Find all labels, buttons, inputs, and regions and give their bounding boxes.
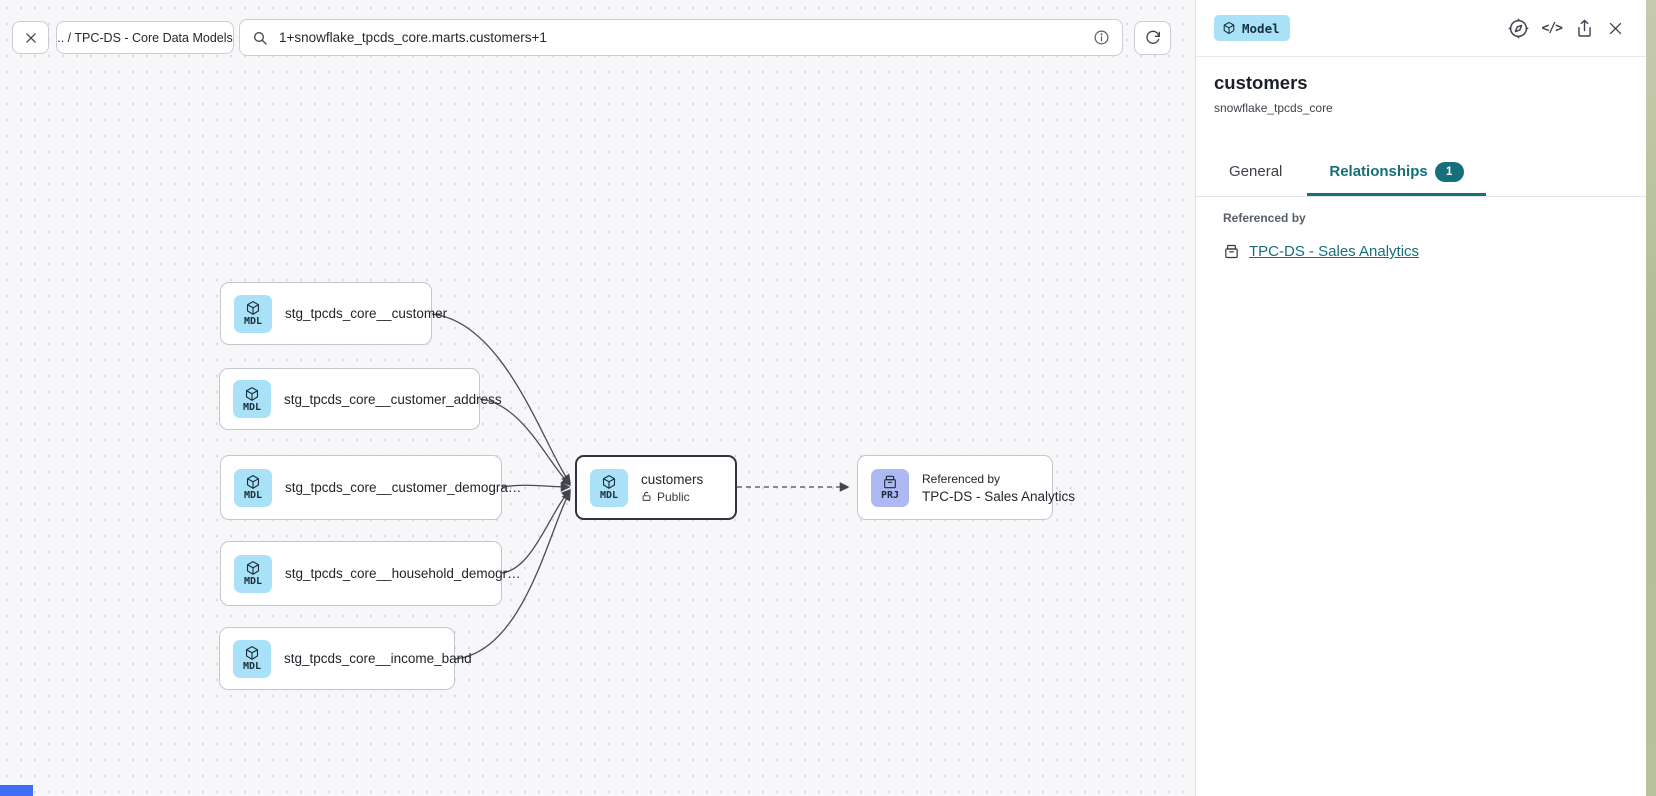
- project-link[interactable]: TPC-DS - Sales Analytics: [1249, 243, 1419, 260]
- node-type-icon: MDL: [233, 640, 271, 678]
- panel-subtitle: snowflake_tpcds_core: [1214, 101, 1333, 115]
- model-cube-icon: [245, 560, 261, 576]
- lineage-node[interactable]: MDL customers Public: [575, 455, 737, 520]
- node-type-icon: PRJ: [871, 469, 909, 507]
- search-icon: [252, 30, 268, 46]
- node-type-icon: MDL: [234, 555, 272, 593]
- breadcrumb-label: .. / TPC-DS - Core Data Models: [57, 31, 233, 45]
- node-label: stg_tpcds_core__income_band: [284, 651, 442, 666]
- lineage-node[interactable]: MDL stg_tpcds_core__customer: [220, 282, 432, 345]
- close-icon: [24, 31, 38, 45]
- resource-type-badge: Model: [1214, 15, 1290, 41]
- info-icon[interactable]: [1093, 29, 1110, 46]
- resource-type-label: Model: [1242, 21, 1280, 36]
- referenced-by-label: Referenced by: [1223, 211, 1306, 225]
- tab-relationships[interactable]: Relationships 1: [1307, 150, 1485, 196]
- node-subtitle: Referenced by: [922, 472, 1040, 486]
- details-panel: Model </> customers snowflake_tpcds_core…: [1195, 0, 1646, 796]
- panel-title: customers: [1214, 72, 1308, 94]
- node-type-icon: MDL: [233, 380, 271, 418]
- node-label: stg_tpcds_core__customer_address: [284, 392, 467, 407]
- desktop-background-strip: [1646, 0, 1656, 796]
- lineage-node[interactable]: MDL stg_tpcds_core__customer_demogra…: [220, 455, 502, 520]
- refresh-lineage-button[interactable]: [1134, 21, 1171, 55]
- model-cube-icon: [244, 386, 260, 402]
- node-type-label: MDL: [243, 661, 261, 672]
- node-type-icon: MDL: [234, 295, 272, 333]
- model-cube-icon: [245, 300, 261, 316]
- node-type-label: MDL: [600, 490, 618, 501]
- lineage-node[interactable]: PRJ Referenced by TPC-DS - Sales Analyti…: [857, 455, 1053, 520]
- close-panel-icon[interactable]: [1607, 20, 1624, 37]
- breadcrumb[interactable]: .. / TPC-DS - Core Data Models: [56, 21, 234, 54]
- node-type-label: MDL: [244, 490, 262, 501]
- lock-icon: [641, 491, 652, 502]
- node-type-label: MDL: [243, 402, 261, 413]
- lineage-node[interactable]: MDL stg_tpcds_core__household_demogr…: [220, 541, 502, 606]
- close-graph-button[interactable]: [12, 21, 49, 54]
- lineage-edges: [0, 0, 1195, 796]
- node-type-icon: MDL: [234, 469, 272, 507]
- search-input[interactable]: [277, 29, 1084, 46]
- node-label: TPC-DS - Sales Analytics: [922, 489, 1040, 504]
- node-type-label: MDL: [244, 576, 262, 587]
- model-cube-icon: [245, 474, 261, 490]
- panel-header: Model </>: [1196, 0, 1646, 57]
- lineage-node[interactable]: MDL stg_tpcds_core__customer_address: [219, 368, 480, 430]
- node-access-label: Public: [657, 490, 690, 504]
- minimap-viewport-indicator[interactable]: [0, 785, 33, 796]
- node-label: stg_tpcds_core__customer_demogra…: [285, 480, 489, 495]
- node-type-label: MDL: [244, 316, 262, 327]
- explore-compass-icon[interactable]: [1508, 18, 1529, 39]
- model-cube-icon: [244, 645, 260, 661]
- code-icon[interactable]: </>: [1542, 21, 1562, 36]
- node-label: customers: [641, 472, 703, 487]
- tab-general[interactable]: General: [1229, 150, 1282, 196]
- node-label: stg_tpcds_core__customer: [285, 306, 419, 321]
- lineage-search[interactable]: [239, 19, 1123, 56]
- model-cube-icon: [1222, 21, 1236, 35]
- referenced-by-item: TPC-DS - Sales Analytics: [1223, 243, 1419, 260]
- lineage-node[interactable]: MDL stg_tpcds_core__income_band: [219, 627, 455, 690]
- node-access-meta: Public: [641, 490, 703, 504]
- refresh-icon: [1145, 30, 1161, 46]
- node-type-label: PRJ: [881, 490, 899, 501]
- panel-tabs: General Relationships 1: [1196, 150, 1646, 197]
- lineage-canvas[interactable]: .. / TPC-DS - Core Data Models MDL stg_t…: [0, 0, 1195, 796]
- node-label: stg_tpcds_core__household_demogr…: [285, 566, 489, 581]
- relationships-count-badge: 1: [1435, 162, 1464, 182]
- model-cube-icon: [601, 474, 617, 490]
- project-archive-icon: [882, 474, 898, 490]
- project-archive-icon: [1223, 243, 1240, 260]
- share-icon[interactable]: [1575, 19, 1594, 38]
- node-type-icon: MDL: [590, 469, 628, 507]
